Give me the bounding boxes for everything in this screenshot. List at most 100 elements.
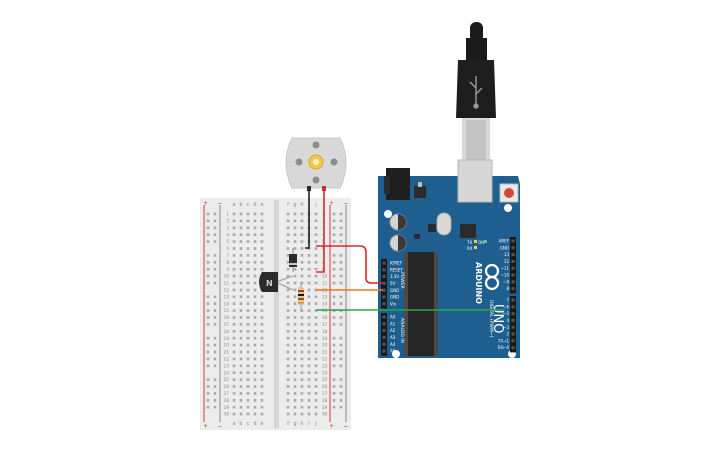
breadboard-hole[interactable] — [253, 247, 257, 250]
breadboard-hole[interactable] — [314, 330, 318, 333]
breadboard-hole[interactable] — [293, 330, 297, 333]
rail-hole[interactable] — [332, 405, 336, 409]
breadboard-hole[interactable] — [293, 378, 297, 381]
breadboard-hole[interactable] — [307, 295, 311, 299]
rail-hole[interactable] — [339, 261, 343, 264]
rail-hole[interactable] — [213, 309, 217, 312]
breadboard-hole[interactable] — [293, 405, 297, 409]
breadboard-hole[interactable] — [314, 302, 318, 305]
breadboard-hole[interactable] — [293, 309, 297, 312]
breadboard-hole[interactable] — [300, 240, 304, 243]
breadboard-hole[interactable] — [246, 385, 250, 388]
breadboard-hole[interactable] — [307, 378, 311, 381]
rail-hole[interactable] — [339, 336, 343, 340]
rail-hole[interactable] — [213, 281, 217, 285]
breadboard-hole[interactable] — [239, 302, 243, 305]
breadboard-hole[interactable] — [293, 240, 297, 243]
rail-hole[interactable] — [206, 316, 210, 319]
breadboard-hole[interactable] — [314, 219, 318, 223]
breadboard-hole[interactable] — [314, 350, 318, 354]
breadboard-hole[interactable] — [286, 247, 290, 250]
breadboard-hole[interactable] — [232, 357, 236, 361]
rail-hole[interactable] — [213, 267, 217, 271]
breadboard-hole[interactable] — [232, 323, 236, 326]
breadboard-hole[interactable] — [260, 226, 264, 230]
breadboard-hole[interactable] — [246, 295, 250, 299]
breadboard-hole[interactable] — [239, 330, 243, 333]
breadboard-hole[interactable] — [307, 392, 311, 395]
breadboard-hole[interactable] — [300, 399, 304, 402]
power-pin[interactable] — [382, 261, 386, 265]
rail-hole[interactable] — [332, 350, 336, 354]
rail-hole[interactable] — [213, 350, 217, 354]
breadboard-hole[interactable] — [232, 309, 236, 312]
rail-hole[interactable] — [206, 240, 210, 243]
breadboard-hole[interactable] — [300, 357, 304, 361]
rail-hole[interactable] — [332, 385, 336, 388]
rail-hole[interactable] — [213, 302, 217, 305]
breadboard-hole[interactable] — [253, 302, 257, 305]
breadboard-hole[interactable] — [239, 385, 243, 388]
breadboard-hole[interactable] — [314, 316, 318, 319]
breadboard-hole[interactable] — [253, 226, 257, 230]
breadboard-hole[interactable] — [293, 281, 297, 285]
breadboard-hole[interactable] — [253, 371, 257, 374]
breadboard-hole[interactable] — [260, 247, 264, 250]
breadboard-hole[interactable] — [286, 240, 290, 243]
breadboard-hole[interactable] — [260, 267, 264, 271]
breadboard-hole[interactable] — [239, 378, 243, 381]
breadboard-hole[interactable] — [307, 309, 311, 312]
analog-pin[interactable] — [382, 349, 386, 353]
rail-hole[interactable] — [332, 399, 336, 402]
breadboard-hole[interactable] — [293, 412, 297, 416]
breadboard-hole[interactable] — [246, 288, 250, 292]
rail-hole[interactable] — [332, 378, 336, 381]
rail-hole[interactable] — [206, 226, 210, 230]
rail-hole[interactable] — [206, 212, 210, 216]
breadboard-hole[interactable] — [246, 247, 250, 250]
breadboard-hole[interactable] — [300, 336, 304, 340]
breadboard-hole[interactable] — [232, 336, 236, 340]
breadboard-hole[interactable] — [293, 295, 297, 299]
breadboard-hole[interactable] — [307, 399, 311, 402]
rail-hole[interactable] — [339, 212, 343, 216]
rail-hole[interactable] — [332, 392, 336, 395]
breadboard-hole[interactable] — [232, 343, 236, 347]
breadboard-hole[interactable] — [260, 254, 264, 257]
resistor[interactable] — [298, 282, 304, 312]
rail-hole[interactable] — [339, 302, 343, 305]
breadboard-hole[interactable] — [239, 412, 243, 416]
breadboard-hole[interactable] — [286, 309, 290, 312]
breadboard-hole[interactable] — [314, 261, 318, 264]
breadboard-hole[interactable] — [232, 405, 236, 409]
analog-pin[interactable] — [382, 335, 386, 339]
breadboard-hole[interactable] — [300, 309, 304, 312]
breadboard-hole[interactable] — [286, 219, 290, 223]
breadboard-hole[interactable] — [293, 385, 297, 388]
digital-pin[interactable] — [511, 266, 515, 270]
wire-motor-black[interactable] — [305, 190, 310, 249]
breadboard-hole[interactable] — [253, 240, 257, 243]
breadboard-hole[interactable] — [293, 316, 297, 319]
breadboard-hole[interactable] — [314, 323, 318, 326]
rail-hole[interactable] — [339, 350, 343, 354]
breadboard-hole[interactable] — [246, 323, 250, 326]
breadboard-hole[interactable] — [239, 288, 243, 292]
breadboard-hole[interactable] — [314, 226, 318, 230]
breadboard-hole[interactable] — [253, 261, 257, 264]
rail-hole[interactable] — [206, 233, 210, 236]
rail-hole[interactable] — [332, 233, 336, 236]
digital-pin[interactable] — [511, 287, 515, 291]
breadboard-hole[interactable] — [253, 219, 257, 223]
breadboard-hole[interactable] — [314, 274, 318, 278]
breadboard-hole[interactable] — [286, 399, 290, 402]
breadboard-hole[interactable] — [286, 288, 290, 292]
breadboard-hole[interactable] — [260, 219, 264, 223]
breadboard-hole[interactable] — [260, 302, 264, 305]
rail-hole[interactable] — [339, 267, 343, 271]
breadboard-hole[interactable] — [239, 316, 243, 319]
breadboard-hole[interactable] — [293, 323, 297, 326]
rail-hole[interactable] — [213, 261, 217, 264]
breadboard-hole[interactable] — [314, 336, 318, 340]
breadboard-hole[interactable] — [260, 350, 264, 354]
